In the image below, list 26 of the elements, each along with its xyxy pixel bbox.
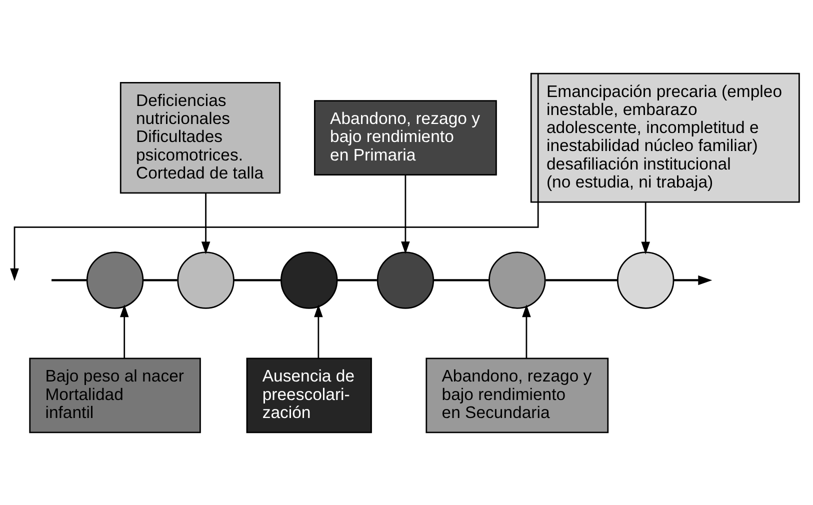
connector bbox=[546, 278, 618, 281]
node-circle bbox=[280, 251, 338, 308]
node-box: Deficiencias nutricionales Dificultades psicomotrices. Cortedad de talla bbox=[120, 81, 280, 194]
arrow bbox=[10, 73, 539, 280]
arrow bbox=[401, 174, 410, 254]
connector bbox=[338, 278, 377, 281]
connector bbox=[434, 278, 489, 281]
arrow bbox=[674, 274, 712, 285]
node-box: Abandono, rezago y bajo rendimiento en Secundaria bbox=[426, 357, 609, 433]
node-circle bbox=[616, 251, 674, 308]
arrow bbox=[641, 202, 650, 254]
node-circle bbox=[86, 251, 144, 308]
arrow bbox=[314, 304, 323, 358]
node-circle bbox=[376, 251, 434, 308]
connector bbox=[234, 278, 281, 281]
node-circle bbox=[177, 251, 234, 308]
connector bbox=[52, 278, 87, 281]
arrow bbox=[522, 304, 531, 358]
node-circle bbox=[488, 251, 546, 308]
node-box: Abandono, rezago y bajo rendimiento en Primaria bbox=[314, 100, 497, 175]
arrow bbox=[120, 304, 129, 358]
arrow bbox=[201, 192, 210, 254]
node-box: Bajo peso al nacer Mortalidad infantil bbox=[29, 357, 201, 433]
connector bbox=[143, 278, 178, 281]
node-box: Emancipación precaria (empleo inestable, embarazo adolescente, incompletitud e inestabilidad núcleo familiar) desafiliación institucional (no estudia, ni trabaja) bbox=[530, 72, 800, 202]
node-box: Ausencia de preescolari- zación bbox=[246, 357, 372, 433]
